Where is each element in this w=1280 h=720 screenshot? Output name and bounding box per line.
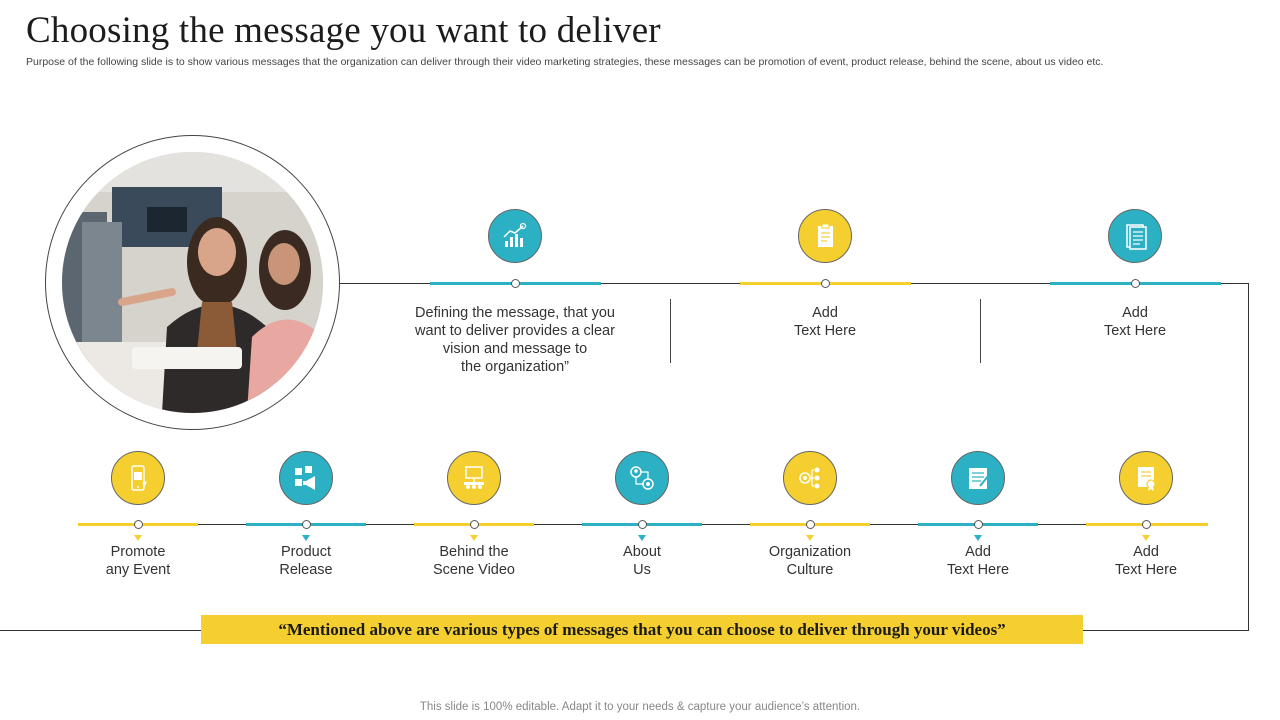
- top-icon-circle: [488, 209, 542, 263]
- timeline-dot: [974, 520, 983, 529]
- timeline-dot: [821, 279, 830, 288]
- timeline-dot: [134, 520, 143, 529]
- right-connector-line: [1248, 283, 1249, 631]
- timeline-dot: [806, 520, 815, 529]
- timeline-dot: [511, 279, 520, 288]
- bottom-label-6: Add Text Here: [946, 544, 1010, 578]
- bottom-label-2: Product Release: [279, 544, 333, 578]
- document-icon: [1126, 224, 1147, 250]
- bottom-icon-circle: [951, 451, 1005, 505]
- pointer-triangle: [806, 535, 814, 541]
- slide-subtitle: Purpose of the following slide is to sho…: [26, 56, 1104, 68]
- timeline-dot: [302, 520, 311, 529]
- summary-banner: “Mentioned above are various types of me…: [201, 615, 1083, 644]
- pointer-triangle: [134, 535, 142, 541]
- bottom-label-7: Add Text Here: [1114, 544, 1178, 578]
- office-photo: [62, 152, 323, 413]
- phone-calendar-icon: [131, 465, 147, 491]
- growth-chart-icon: [503, 222, 527, 247]
- bottom-icon-circle: [447, 451, 501, 505]
- timeline-dot: [638, 520, 647, 529]
- timeline-dot: [1142, 520, 1151, 529]
- checklist-icon: [969, 468, 990, 489]
- bottom-label-5: Organization Culture: [768, 544, 852, 578]
- column-divider: [980, 299, 981, 363]
- top-text-2: Add Text Here: [793, 305, 857, 339]
- certificate-icon: [1138, 467, 1156, 491]
- two-women-at-computer-image: [62, 152, 323, 413]
- megaphone-icon: [295, 466, 315, 490]
- pointer-triangle: [302, 535, 310, 541]
- bottom-icon-circle: [615, 451, 669, 505]
- pointer-triangle: [1142, 535, 1150, 541]
- bottom-icon-circle: [111, 451, 165, 505]
- pointer-triangle: [638, 535, 646, 541]
- footer-note: This slide is 100% editable. Adapt it to…: [419, 701, 861, 713]
- timeline-dot: [470, 520, 479, 529]
- bottom-label-3: Behind the Scene Video: [433, 544, 515, 578]
- top-icon-circle: [798, 209, 852, 263]
- top-text-1: Defining the message, that you want to d…: [415, 305, 615, 375]
- photo-frame: [45, 135, 340, 430]
- presentation-icon: [464, 466, 484, 489]
- team-network-icon: [630, 466, 654, 490]
- top-icon-circle: [1108, 209, 1162, 263]
- bottom-icon-circle: [783, 451, 837, 505]
- pointer-triangle: [974, 535, 982, 541]
- target-list-icon: [799, 467, 820, 489]
- pointer-triangle: [470, 535, 478, 541]
- slide-title: Choosing the message you want to deliver: [26, 10, 661, 51]
- timeline-dot: [1131, 279, 1140, 288]
- bottom-icon-circle: [279, 451, 333, 505]
- clipboard-icon: [818, 223, 833, 247]
- bottom-label-4: About Us: [623, 544, 661, 578]
- column-divider: [670, 299, 671, 363]
- bottom-icon-circle: [1119, 451, 1173, 505]
- bottom-label-1: Promote any Event: [105, 544, 171, 578]
- top-text-3: Add Text Here: [1103, 305, 1167, 339]
